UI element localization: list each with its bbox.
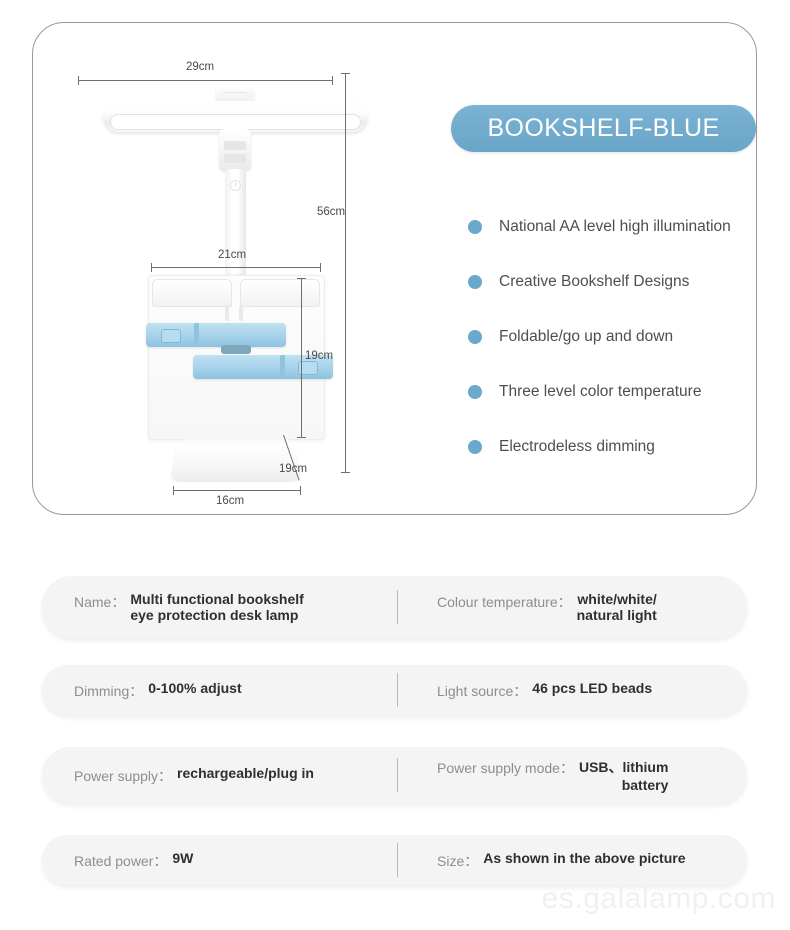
- spec-cell-left: Name： Multi functional bookshelf eye pro…: [42, 591, 397, 623]
- feature-label: National AA level high illumination: [499, 217, 731, 235]
- dimension-line-base-width: [173, 486, 301, 495]
- dimension-label-shelf-depth: 19cm: [279, 463, 308, 475]
- feature-item: Three level color temperature: [468, 364, 768, 419]
- bookshelf-clip-lower: [193, 355, 333, 379]
- bookshelf-prong-left: [225, 305, 229, 321]
- feature-label: Three level color temperature: [499, 382, 702, 400]
- spec-label: Power supply mode：: [437, 760, 574, 776]
- bullet-dot-icon: [468, 274, 482, 289]
- dimension-label-shelf-height: 19cm: [305, 350, 334, 362]
- spec-row: Rated power： 9W Size： As shown in the ab…: [42, 835, 747, 885]
- feature-item: Electrodeless dimming: [468, 419, 768, 474]
- bookshelf-prong-right: [239, 305, 243, 321]
- bullet-dot-icon: [468, 329, 482, 344]
- dimension-line-lamp-width: [78, 76, 333, 85]
- spec-value: As shown in the above picture: [483, 849, 686, 866]
- spec-value: 0-100% adjust: [148, 679, 242, 696]
- feature-item: National AA level high illumination: [468, 199, 768, 254]
- site-watermark: es.galalamp.com: [541, 882, 776, 915]
- lamp-head-bar: [103, 101, 368, 132]
- spec-value: USB、lithium battery: [579, 757, 668, 793]
- product-illustration: 29cm 21cm 16cm 56cm 19cm 19cm: [33, 23, 413, 516]
- spec-value: rechargeable/plug in: [177, 764, 314, 781]
- spec-label: Colour temperature：: [437, 594, 572, 610]
- spec-cell-left: Rated power： 9W: [42, 850, 397, 871]
- spec-cell-right: Power supply mode： USB、lithium battery: [397, 757, 747, 793]
- spec-cell-left: Power supply： rechargeable/plug in: [42, 765, 397, 786]
- feature-item: Foldable/go up and down: [468, 309, 768, 364]
- hinge-plate-bottom: [224, 154, 246, 163]
- lamp-stem-upper: [225, 169, 246, 279]
- bullet-dot-icon: [468, 439, 482, 454]
- spec-value-line1: USB、lithium: [578, 759, 669, 775]
- dimension-line-shelf-height: [297, 278, 306, 438]
- bullet-dot-icon: [468, 384, 482, 399]
- spec-value-line2: natural light: [576, 607, 657, 623]
- spec-value: 9W: [172, 849, 194, 866]
- feature-label: Foldable/go up and down: [499, 327, 674, 345]
- spec-row: Power supply： rechargeable/plug in Power…: [42, 747, 747, 803]
- spec-cell-right: Colour temperature： white/white/ natural…: [397, 591, 747, 623]
- feature-item: Creative Bookshelf Designs: [468, 254, 768, 309]
- spec-cell-left: Dimming： 0-100% adjust: [42, 680, 397, 701]
- power-button-icon: [230, 180, 241, 191]
- spec-row: Dimming： 0-100% adjust Light source： 46 …: [42, 665, 747, 715]
- spec-label: Name：: [74, 594, 126, 610]
- lamp-hinge: [219, 129, 251, 171]
- product-hero-card: 29cm 21cm 16cm 56cm 19cm 19cm BOOKSHELF-…: [32, 22, 757, 515]
- spec-label: Light source：: [437, 682, 528, 699]
- spec-value: 46 pcs LED beads: [532, 679, 653, 696]
- hinge-plate-top: [224, 141, 246, 150]
- bookshelf-pocket-right: [240, 279, 320, 307]
- feature-list: National AA level high illumination Crea…: [468, 199, 768, 474]
- clip-tab-upper: [161, 329, 181, 343]
- spec-value-line2: eye protection desk lamp: [130, 607, 299, 623]
- lamp-base: [170, 444, 301, 482]
- bookshelf-pocket-left: [152, 279, 232, 307]
- spec-row: Name： Multi functional bookshelf eye pro…: [42, 576, 747, 638]
- product-title-badge: BOOKSHELF-BLUE: [451, 105, 756, 152]
- product-info-column: BOOKSHELF-BLUE National AA level high il…: [418, 23, 758, 516]
- spec-value-line1: Multi functional bookshelf: [130, 591, 304, 607]
- clip-end-upper: [194, 323, 199, 347]
- feature-label: Electrodeless dimming: [499, 437, 655, 455]
- dimension-label-shelf-width: 21cm: [218, 249, 247, 261]
- dimension-label-lamp-width: 29cm: [186, 61, 215, 73]
- spec-label: Rated power：: [74, 852, 168, 869]
- spec-label: Size：: [437, 852, 479, 869]
- bookshelf-clip-hub: [221, 345, 251, 354]
- dimension-label-total-height: 56cm: [317, 206, 346, 218]
- clip-end-lower: [280, 355, 285, 379]
- spec-label: Dimming：: [74, 682, 144, 699]
- dimension-line-total-height: [341, 73, 350, 473]
- spec-label: Power supply：: [74, 767, 173, 784]
- bookshelf-clip-upper: [146, 323, 286, 347]
- lamp-base-neck: [183, 436, 288, 446]
- bullet-dot-icon: [468, 219, 482, 234]
- spec-value: Multi functional bookshelf eye protectio…: [130, 591, 303, 623]
- clip-tab-lower: [298, 361, 318, 375]
- feature-label: Creative Bookshelf Designs: [499, 272, 690, 290]
- dimension-line-shelf-width: [151, 263, 321, 272]
- lamp-head-knuckle: [216, 85, 254, 105]
- spec-value-line2: battery: [621, 777, 669, 793]
- dimension-label-base-width: 16cm: [216, 495, 245, 507]
- spec-cell-right: Size： As shown in the above picture: [397, 850, 747, 871]
- spec-cell-right: Light source： 46 pcs LED beads: [397, 680, 747, 701]
- spec-value-line1: white/white/: [577, 591, 657, 607]
- spec-value: white/white/ natural light: [577, 591, 657, 623]
